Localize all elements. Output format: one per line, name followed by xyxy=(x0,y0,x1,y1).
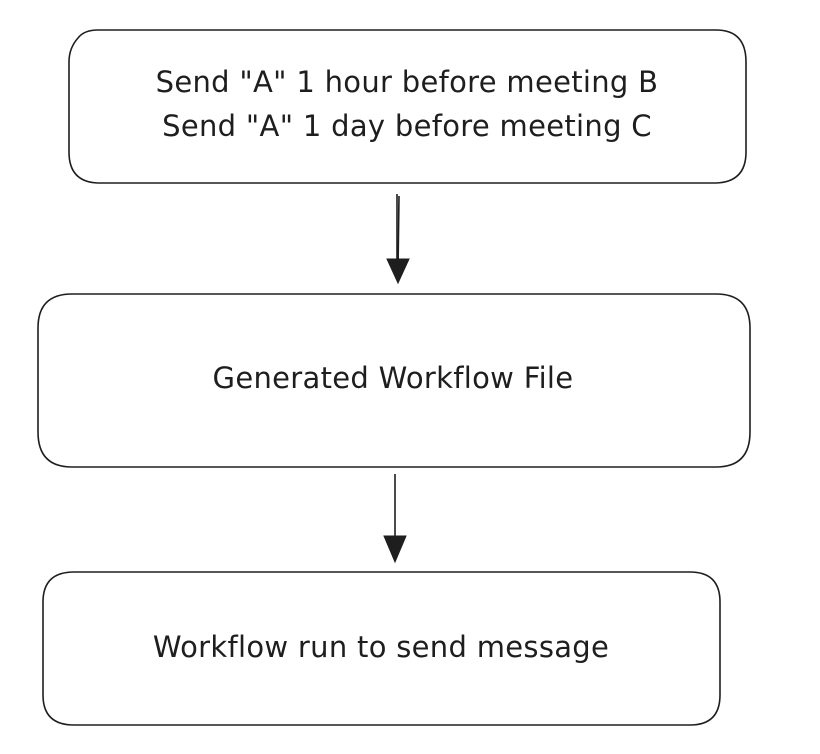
request-box-shape xyxy=(68,29,747,184)
workflow-file-box: Generated Workflow File xyxy=(37,293,751,468)
request-line-1: Send "A" 1 hour before meeting B xyxy=(156,65,659,99)
arrow-workflow-file-to-run xyxy=(383,474,407,564)
arrow-2-head xyxy=(383,535,407,564)
arrow-1-head xyxy=(386,258,410,285)
workflow-file-box-shape xyxy=(37,293,751,468)
arrow-request-to-workflow-file xyxy=(386,194,410,285)
workflow-run-box: Workflow run to send message xyxy=(42,571,721,726)
workflow-run-box-shape xyxy=(42,571,721,726)
request-box: Send "A" 1 hour before meeting B Send "A… xyxy=(68,29,747,184)
request-line-2: Send "A" 1 day before meeting C xyxy=(162,109,652,143)
workflow-run-label: Workflow run to send message xyxy=(153,630,609,664)
arrow-1-line-sketch xyxy=(397,195,400,271)
workflow-file-label: Generated Workflow File xyxy=(213,361,574,395)
